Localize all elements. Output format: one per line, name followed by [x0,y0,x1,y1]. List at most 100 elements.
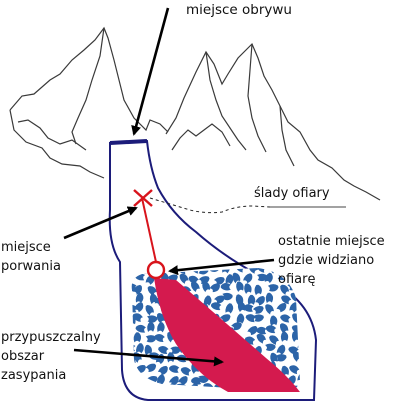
debris-chunk [300,293,310,301]
debris-chunk [265,325,277,334]
debris-chunk [191,377,202,385]
debris-chunk [135,324,146,333]
debris-chunk [254,284,262,296]
debris-chunk [158,345,169,355]
debris-chunk [243,273,253,284]
debris-chunk [170,346,181,354]
label-capture-point-line2: porwania [1,259,61,274]
debris-chunk [222,292,233,301]
debris-chunk [188,275,199,285]
last-seen-arrow [168,258,275,276]
debris-chunk [157,365,168,376]
debris-chunk [145,305,154,316]
debris-chunk [232,272,241,284]
debris-chunk [145,363,157,372]
label-release-point: miejsce obrywu [186,2,292,18]
debris-chunk [248,268,258,274]
debris-chunk [135,292,144,304]
debris-chunk [280,331,289,342]
debris-chunk [147,286,158,296]
debris-chunk [220,283,231,291]
label-burial-area: przypuszczalny obszar zasypania [1,328,101,385]
debris-chunk [297,371,300,383]
debris-chunk [133,332,142,343]
debris-chunk [265,343,276,352]
debris-chunk [276,344,286,355]
debris-chunk [169,365,180,373]
debris-chunk [236,281,244,293]
debris-chunk [265,304,274,315]
debris-chunk [281,295,292,305]
debris-chunk [237,301,246,313]
label-capture-point-line1: miejsce [1,240,51,255]
debris-chunk [275,354,287,362]
debris-chunk [202,281,211,293]
debris-chunk [210,302,222,311]
debris-chunk [198,375,209,383]
annotation-arrows [63,7,275,367]
debris-chunk [177,375,188,386]
debris-chunk [279,323,289,334]
debris-chunk [135,365,146,374]
debris-chunk [247,294,256,305]
debris-chunk [145,335,157,343]
debris-chunk [214,277,225,285]
debris-chunk [198,276,210,284]
debris-chunk [219,314,231,323]
debris-chunk [247,325,258,336]
debris-chunk [243,304,254,312]
capture-point-marker [133,189,153,207]
debris-chunk [276,302,287,313]
debris-chunk [291,331,300,342]
debris-chunk [236,313,245,324]
debris-chunk [154,333,165,343]
debris-chunk [255,295,265,306]
burial-arrow [73,348,224,367]
debris-chunk [252,305,264,314]
label-last-seen: ostatnie miejsce gdzie widziano ofiarę [278,232,385,289]
label-last-seen-line3: ofiarę [278,272,316,287]
debris-chunk [179,273,189,284]
debris-chunk [280,314,291,323]
debris-chunk [132,284,142,295]
label-last-seen-line2: gdzie widziano [278,253,375,268]
debris-chunk [144,344,152,356]
last-seen-marker [146,260,166,280]
debris-chunk [147,315,158,323]
debris-chunk [265,292,274,304]
debris-chunk [134,302,144,313]
debris-chunk [264,272,273,284]
victim-tracks-line [149,197,271,214]
debris-chunk [214,295,225,304]
victim-path-line [141,197,157,263]
debris-chunk [168,376,179,386]
debris-chunk [286,375,296,386]
burial-area-shape [154,278,300,392]
debris-chunk [136,343,144,354]
debris-chunk [156,374,165,385]
debris-chunk [256,326,267,335]
debris-chunk [269,335,279,345]
label-burial-area-line2: obszar [1,349,45,364]
debris-chunk [180,367,192,376]
label-burial-area-line3: zasypania [1,368,67,383]
debris-chunk [289,365,300,375]
label-burial-area-line1: przypuszczalny [1,330,101,345]
debris-chunk [147,321,155,332]
debris-chunk [209,283,220,293]
debris-chunk [190,281,200,293]
release-line [109,139,148,145]
debris-chunk [270,352,278,364]
debris-chunk [289,302,298,313]
label-capture-point: miejsce porwania [1,238,61,276]
debris-chunk [256,333,267,344]
debris-chunk [157,322,165,333]
label-victim-tracks: ślady ofiary [254,186,330,201]
label-last-seen-line1: ostatnie miejsce [278,234,385,249]
capture-arrow [63,206,138,240]
release-arrow [131,7,170,136]
debris-chunk [280,284,290,295]
debris-chunk [225,303,234,314]
debris-chunk [269,315,278,327]
